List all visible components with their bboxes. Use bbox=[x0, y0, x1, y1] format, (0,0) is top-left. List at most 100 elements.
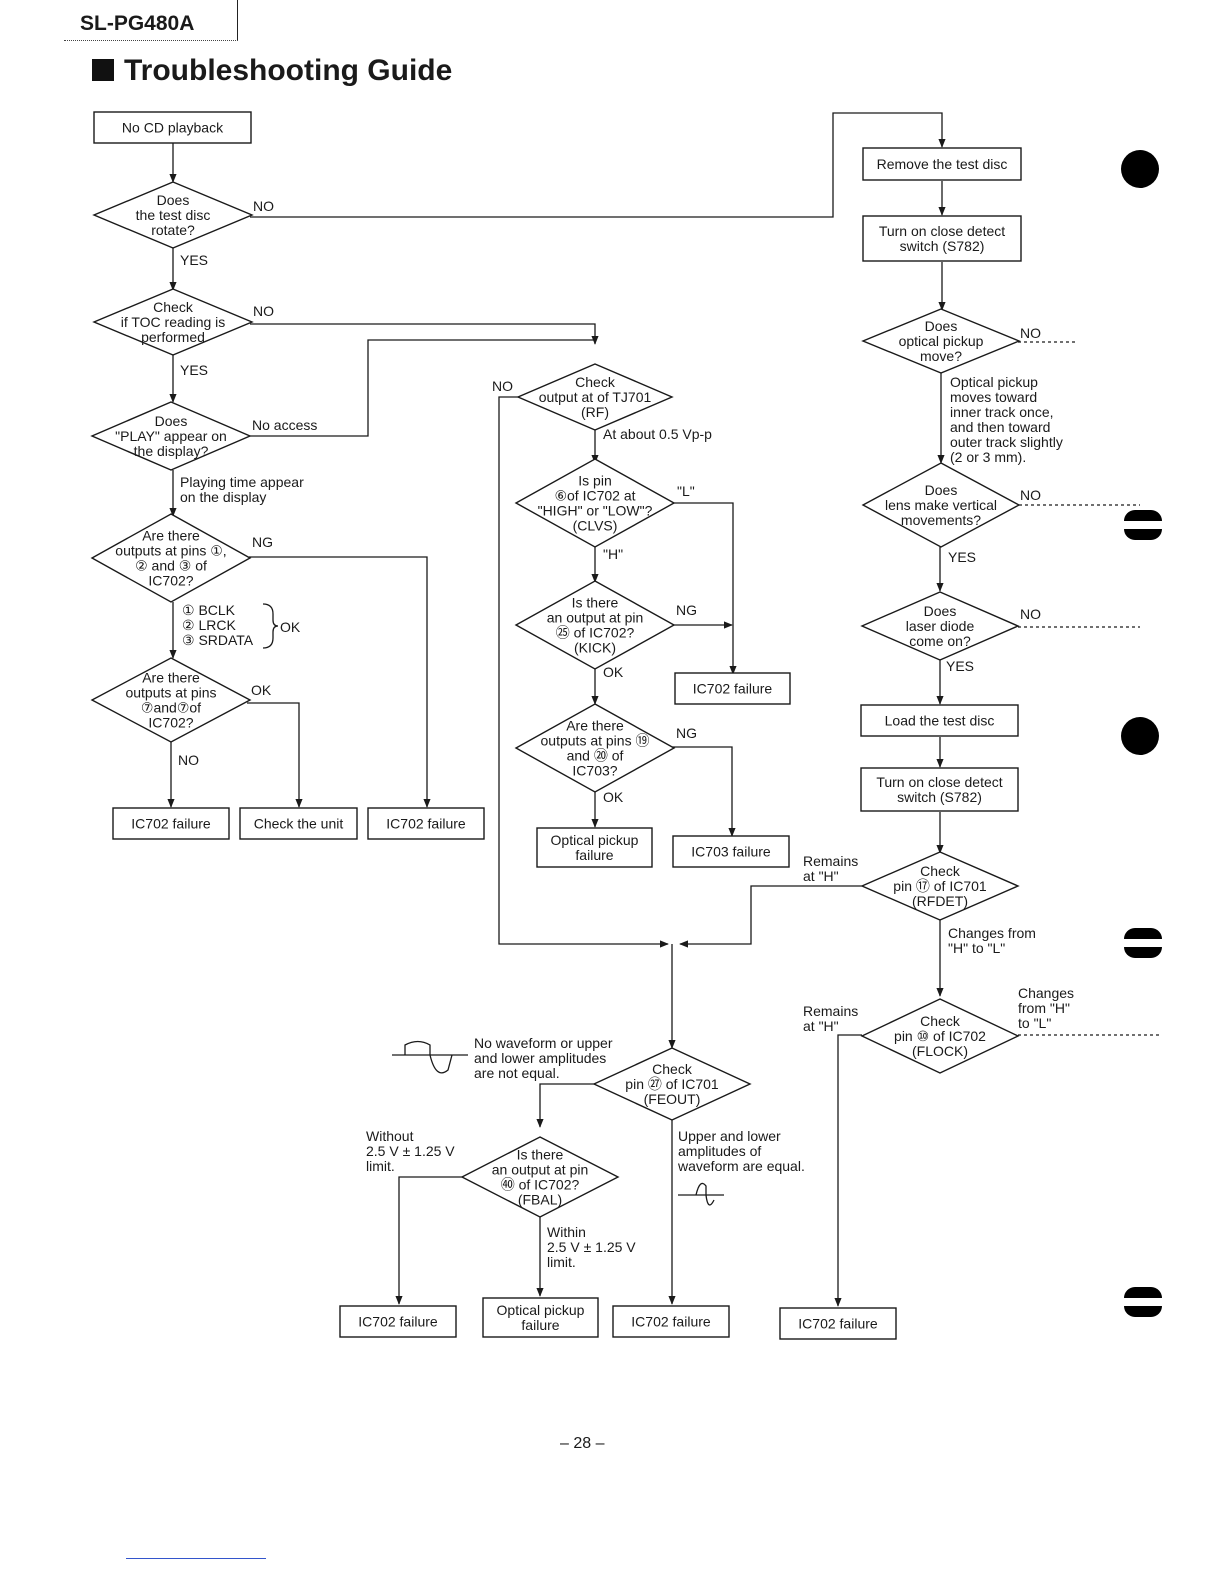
label-text-line: NO bbox=[1020, 325, 1041, 341]
header-rule-horizontal bbox=[64, 40, 238, 41]
label-rotate-no: NO bbox=[253, 198, 274, 214]
node-text-line: performed bbox=[141, 329, 205, 345]
node-text-line: (RFDET) bbox=[912, 893, 968, 909]
label-text-line: OK bbox=[603, 789, 624, 805]
label-p25-ng: NG bbox=[676, 602, 697, 618]
label-text-line: 2.5 V ± 1.25 V bbox=[547, 1239, 636, 1255]
label-text-line: and then toward bbox=[950, 419, 1050, 435]
label-text-line: inner track once, bbox=[950, 404, 1054, 420]
node-text-line: (FLOCK) bbox=[912, 1043, 968, 1059]
label-text-line: NO bbox=[492, 378, 513, 394]
node-text-line: IC703 failure bbox=[691, 844, 771, 860]
label-text-line: NO bbox=[253, 303, 274, 319]
label-text-line: Changes from bbox=[948, 925, 1036, 941]
node-ic702-fail-5: IC702 failure bbox=[612, 1305, 730, 1338]
label-text-line: Remains bbox=[803, 1003, 858, 1019]
label-lens-no: NO bbox=[1020, 487, 1041, 503]
node-text-line: Does bbox=[925, 318, 958, 334]
title-bullet-icon bbox=[92, 59, 114, 81]
label-text-line: (2 or 3 mm). bbox=[950, 449, 1026, 465]
label-play-no-access: No access bbox=[252, 417, 317, 433]
decision-diamond bbox=[460, 1136, 620, 1218]
node-ic702-fail-6: IC702 failure bbox=[779, 1307, 897, 1340]
decision-diamond bbox=[92, 288, 254, 356]
node-text-line: pin ⑩ of IC702 bbox=[894, 1028, 986, 1044]
label-text-line: Without bbox=[366, 1128, 414, 1144]
label-text-line: moves toward bbox=[950, 389, 1037, 405]
process-box bbox=[239, 807, 358, 840]
node-text-line: Check bbox=[920, 863, 961, 879]
node-text-line: Are there bbox=[142, 670, 200, 686]
label-text-line: at "H" bbox=[803, 1018, 839, 1034]
node-text-line: IC702 failure bbox=[358, 1314, 438, 1330]
label-text-line: No access bbox=[252, 417, 317, 433]
node-text-line: if TOC reading is bbox=[121, 314, 226, 330]
node-text-line: Are there bbox=[566, 718, 624, 734]
label-p66-H: "H" bbox=[603, 546, 623, 562]
node-text-line: Does bbox=[157, 192, 190, 208]
waveform-unequal-icon bbox=[392, 1040, 468, 1074]
node-text-line: Turn on close detect bbox=[876, 774, 1002, 790]
label-text-line: "H" to "L" bbox=[948, 940, 1005, 956]
node-text-line: Are there bbox=[142, 528, 200, 544]
label-text-line: ③ SRDATA bbox=[182, 632, 254, 648]
process-box bbox=[672, 835, 790, 868]
label-text-line: NG bbox=[252, 534, 273, 550]
node-text-line: Check bbox=[153, 299, 194, 315]
node-text-line: movements? bbox=[901, 512, 981, 528]
label-toc-yes: YES bbox=[180, 362, 208, 378]
label-rfdet-changes: Changes from"H" to "L" bbox=[948, 925, 1036, 956]
node-text-line: rotate? bbox=[151, 222, 195, 238]
node-text-line: Does bbox=[155, 413, 188, 429]
node-text-line: ㊵ of IC702? bbox=[501, 1177, 580, 1193]
node-text-line: switch (S782) bbox=[897, 789, 982, 805]
label-tj701-amp: At about 0.5 Vp-p bbox=[603, 426, 712, 442]
node-ic703-fail: IC703 failure bbox=[672, 835, 790, 868]
node-text-line: IC702 failure bbox=[631, 1314, 711, 1330]
label-text-line: amplitudes of bbox=[678, 1143, 761, 1159]
label-rotate-yes: YES bbox=[180, 252, 208, 268]
label-text-line: NO bbox=[1020, 606, 1041, 622]
decision-diamond bbox=[861, 462, 1021, 548]
node-text-line: ⑦and⑦of bbox=[141, 700, 201, 716]
label-text-line: "L" bbox=[677, 483, 695, 499]
process-box bbox=[674, 672, 791, 705]
node-text-line: (RF) bbox=[581, 404, 609, 420]
node-text-line: (FBAL) bbox=[518, 1192, 562, 1208]
label-text-line: OK bbox=[603, 664, 624, 680]
label-text-line: Changes bbox=[1018, 985, 1074, 1001]
node-text-line: outputs at pins ①, bbox=[115, 543, 226, 559]
node-text-line: (FEOUT) bbox=[644, 1091, 701, 1107]
label-tj701-no: NO bbox=[492, 378, 513, 394]
node-text-line: Optical pickup bbox=[497, 1302, 585, 1318]
label-text-line: ② LRCK bbox=[182, 617, 236, 633]
label-text-line: NO bbox=[253, 198, 274, 214]
label-p73-ok: OK bbox=[251, 682, 272, 698]
label-text-line: Playing time appear bbox=[180, 474, 304, 490]
label-p66-L: "L" bbox=[677, 483, 695, 499]
node-text-line: IC702 failure bbox=[693, 681, 773, 697]
node-text-line: Is pin bbox=[578, 473, 611, 489]
node-text-line: ② and ③ of bbox=[135, 558, 207, 574]
binding-slot-icon bbox=[1124, 510, 1162, 540]
node-text-line: IC702? bbox=[148, 715, 193, 731]
label-laser-no: NO bbox=[1020, 606, 1041, 622]
label-text-line: from "H" bbox=[1018, 1000, 1070, 1016]
decision-diamond bbox=[90, 401, 252, 471]
